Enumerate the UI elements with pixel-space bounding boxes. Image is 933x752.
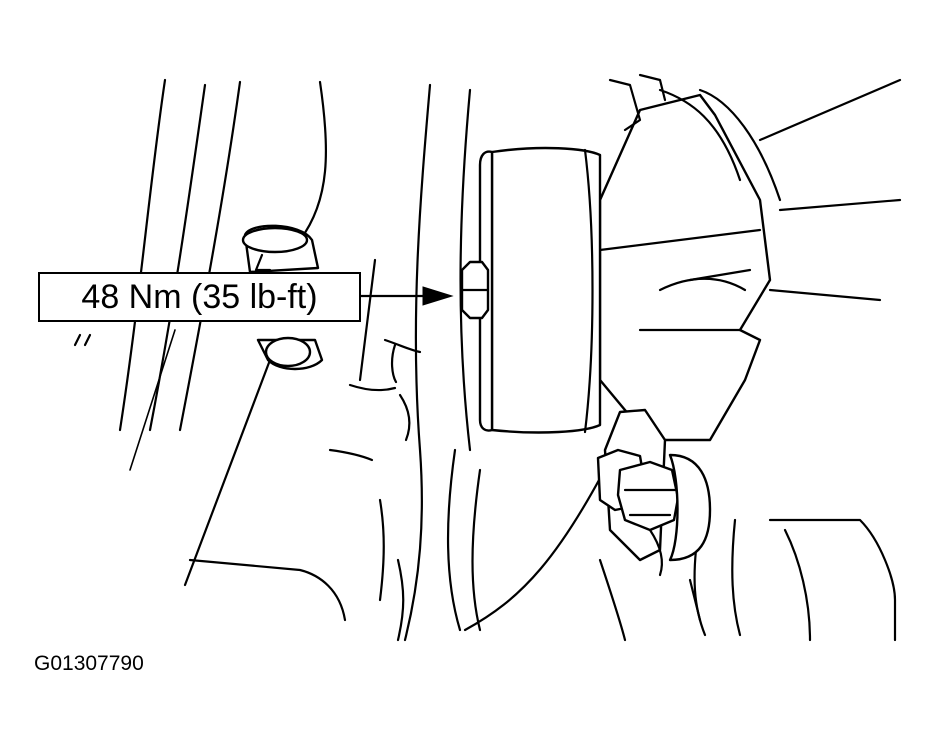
callout-arrow (359, 286, 454, 306)
torque-label: 48 Nm (35 lb-ft) (81, 277, 318, 316)
figure-id: G01307790 (34, 652, 144, 675)
hose-fitting (241, 224, 324, 371)
mounting-bracket (598, 73, 902, 442)
bracket-bolts (596, 408, 712, 577)
background-body-lines (73, 78, 347, 622)
pulley-bolt (460, 260, 490, 320)
torque-callout: 48 Nm (35 lb-ft) (38, 272, 361, 322)
lower-housing (598, 518, 897, 642)
idler-pulley (478, 146, 602, 434)
